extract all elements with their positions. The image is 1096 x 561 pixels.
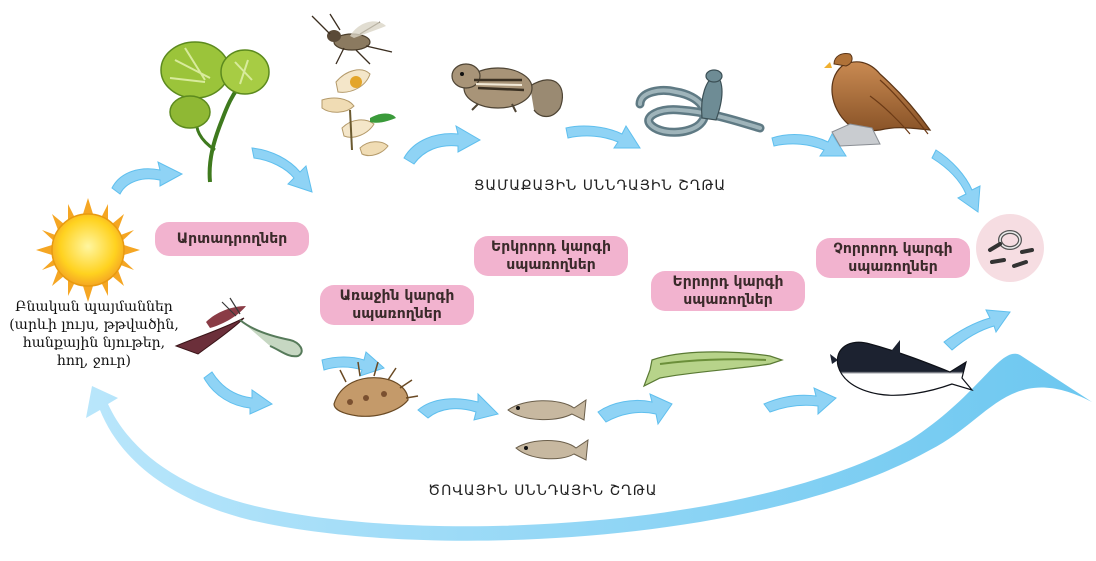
cobra-icon <box>640 70 760 132</box>
insect-icon <box>312 14 392 64</box>
plant-icon <box>161 42 269 182</box>
flow-arrow <box>598 394 672 424</box>
small-fish-icon <box>508 400 588 460</box>
flow-arrow <box>566 126 640 148</box>
sun-icon <box>36 198 140 302</box>
flow-arrow <box>404 126 480 164</box>
natural-conditions-label: Բնական պայմաններ (արևի լույս, թթվածին, հ… <box>4 298 184 370</box>
flow-arrow <box>418 394 498 420</box>
needlefish-icon <box>644 352 782 386</box>
flow-arrow <box>204 372 272 414</box>
chipmunk-icon <box>452 64 562 117</box>
eagle-icon <box>824 53 930 146</box>
level-tertiary-consumers: Երրորդ կարգի սպառողներ <box>651 271 805 311</box>
flow-arrow <box>764 388 836 414</box>
seaweed-icon <box>176 298 302 356</box>
level-primary-consumers: Առաջին կարգի սպառողներ <box>320 285 474 325</box>
sea-chain-title: ԾՈՎԱՅԻՆ ՍՆՆԴԱՅԻՆ ՇՂԹԱ <box>428 483 657 499</box>
level-secondary-consumers: Երկրորդ կարգի սպառողներ <box>474 236 628 276</box>
land-chain-title: ՑԱՄԱՔԱՅԻՆ ՍՆՆԴԱՅԻՆ ՇՂԹԱ <box>474 178 726 194</box>
shell-icon <box>334 362 418 416</box>
flow-arrow <box>112 162 182 194</box>
flow-arrow <box>932 150 980 212</box>
flow-arrow <box>252 148 312 192</box>
flower-icon <box>322 70 396 156</box>
level-producers: Արտադրողներ <box>155 222 309 256</box>
level-quaternary-consumers: Չորրորդ կարգի սպառողներ <box>816 238 970 278</box>
flow-arrow <box>944 310 1010 350</box>
decomposer-icon <box>976 214 1044 282</box>
